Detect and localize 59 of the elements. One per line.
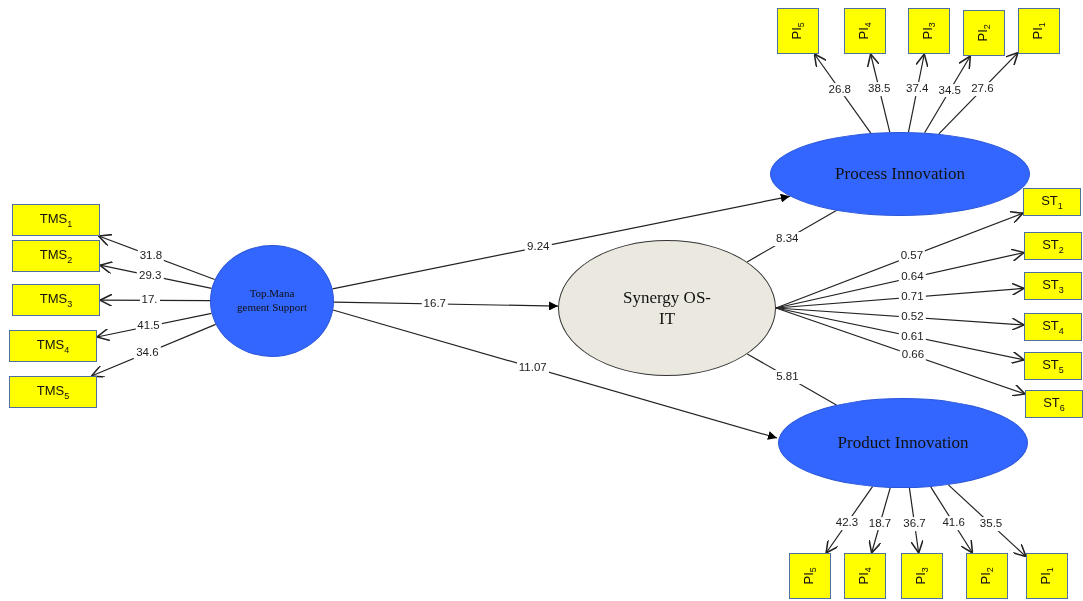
edge-label: 26.8 [826,82,853,97]
edge-label: 42.3 [833,516,861,530]
indicator-box [966,553,1008,599]
indicator-label: ST$_{1}$ [1041,193,1063,211]
edge-label: 8.34 [774,231,801,246]
indicator-label: ST$_{6}$ [1043,395,1065,413]
indicator-label: ST$_{3}$ [1042,277,1064,295]
edge-label: 41.6 [940,516,967,531]
indicator-label: TMS$_{3}$ [39,291,73,309]
edge-label: 0.57 [898,248,926,263]
indicator-box [12,284,100,316]
edge-label: 34.6 [134,345,161,360]
edge-label: 27.6 [969,82,996,97]
indicator-label: TMS$_{2}$ [39,247,73,265]
indicator-label: ST$_{5}$ [1042,357,1064,375]
edge-label: 37.4 [904,82,931,96]
arrow [99,293,211,308]
indicator-box [12,204,100,236]
edge-label: 36.7 [901,516,928,531]
indicator-label: ST$_{2}$ [1042,237,1064,255]
construct-label: Process Innovation [834,163,966,185]
indicator-box [844,553,886,599]
edge-label: 35.5 [977,517,1005,532]
indicator-box [9,330,97,362]
indicator-label: TMS$_{4}$ [36,337,70,355]
indicator-box [777,8,819,54]
arrow [775,307,1026,397]
indicator-box [844,8,886,54]
indicator-box [1024,232,1082,260]
edge-label: 11.07 [516,360,549,375]
indicator-box [1026,553,1068,599]
arrow [331,193,791,290]
construct-label: Top.Mana gement Support [237,287,307,315]
arrow [775,307,1025,365]
indicator-box [963,10,1005,56]
indicator-label: TMS$_{5}$ [36,383,70,401]
indicator-box [1024,352,1082,380]
edge-label: 34.5 [936,83,963,98]
edge-label: 0.66 [899,348,927,363]
indicator-box [901,553,943,599]
indicator-label: ST$_{4}$ [1042,318,1064,336]
construct-label: Product Innovation [836,432,970,454]
indicator-box [1024,313,1082,341]
edge-label: 31.8 [137,248,165,263]
arrow [775,211,1024,309]
indicator-box [1024,272,1082,300]
indicator-box [9,376,97,408]
edge-label: 38.5 [866,82,893,97]
indicator-box [1023,188,1081,216]
edge-label: 18.7 [866,516,894,531]
indicator-box [12,240,100,272]
construct-label: Synergy OS-IT [622,286,712,330]
indicator-label: TMS$_{1}$ [39,211,73,229]
indicator-box [908,8,950,54]
arrow [332,309,778,440]
indicator-box [1018,8,1060,54]
edge-label: 5.81 [774,370,801,384]
indicator-box [1025,390,1083,418]
indicator-box [789,553,831,599]
